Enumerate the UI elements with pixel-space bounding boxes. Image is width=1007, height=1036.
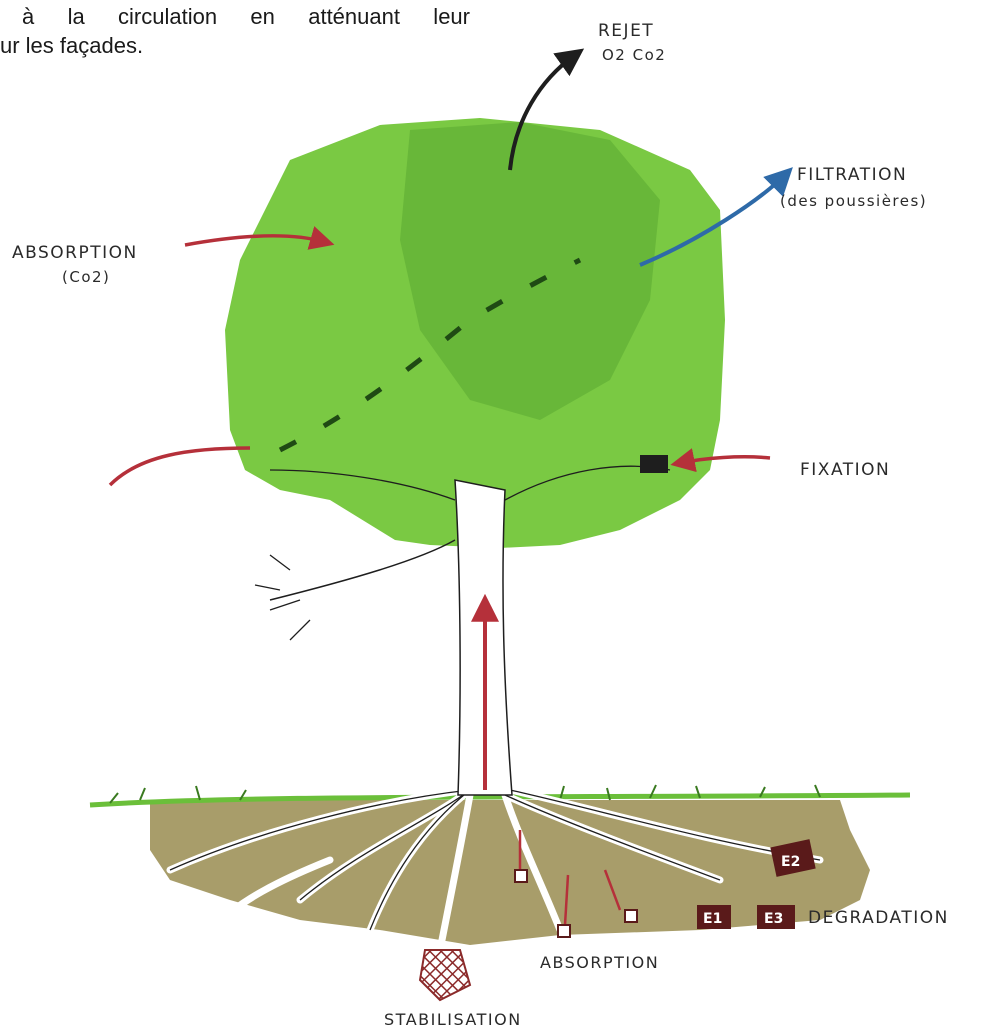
nutrient-square-icon <box>558 925 570 937</box>
filtration-label: FILTRATION <box>797 165 907 185</box>
fixation-label: FIXATION <box>800 460 890 480</box>
incoming-arrow <box>110 448 250 485</box>
nutrient-square-icon <box>625 910 637 922</box>
e3-label: E3 <box>764 911 783 927</box>
filtration-sub-label: (des poussières) <box>780 192 927 210</box>
absorption-co2-label: ABSORPTION <box>12 243 138 263</box>
degradation-marker-e3: E3 <box>757 905 795 929</box>
rejet-gases-label: O2 Co2 <box>602 46 666 64</box>
degradation-marker-e1: E1 <box>697 905 731 929</box>
stabilisation-label: STABILISATION <box>384 1010 522 1029</box>
rejet-label: REJET <box>598 21 654 41</box>
absorption-roots-label: ABSORPTION <box>540 953 659 972</box>
degradation-label: DEGRADATION <box>808 908 949 928</box>
fixation-particle-icon <box>640 455 668 473</box>
stabilisation-mesh-icon <box>420 950 470 1000</box>
e2-label: E2 <box>781 854 800 870</box>
nutrient-square-icon <box>515 870 527 882</box>
absorption-co2-sub-label: (Co2) <box>62 268 110 286</box>
e1-label: E1 <box>703 911 722 927</box>
